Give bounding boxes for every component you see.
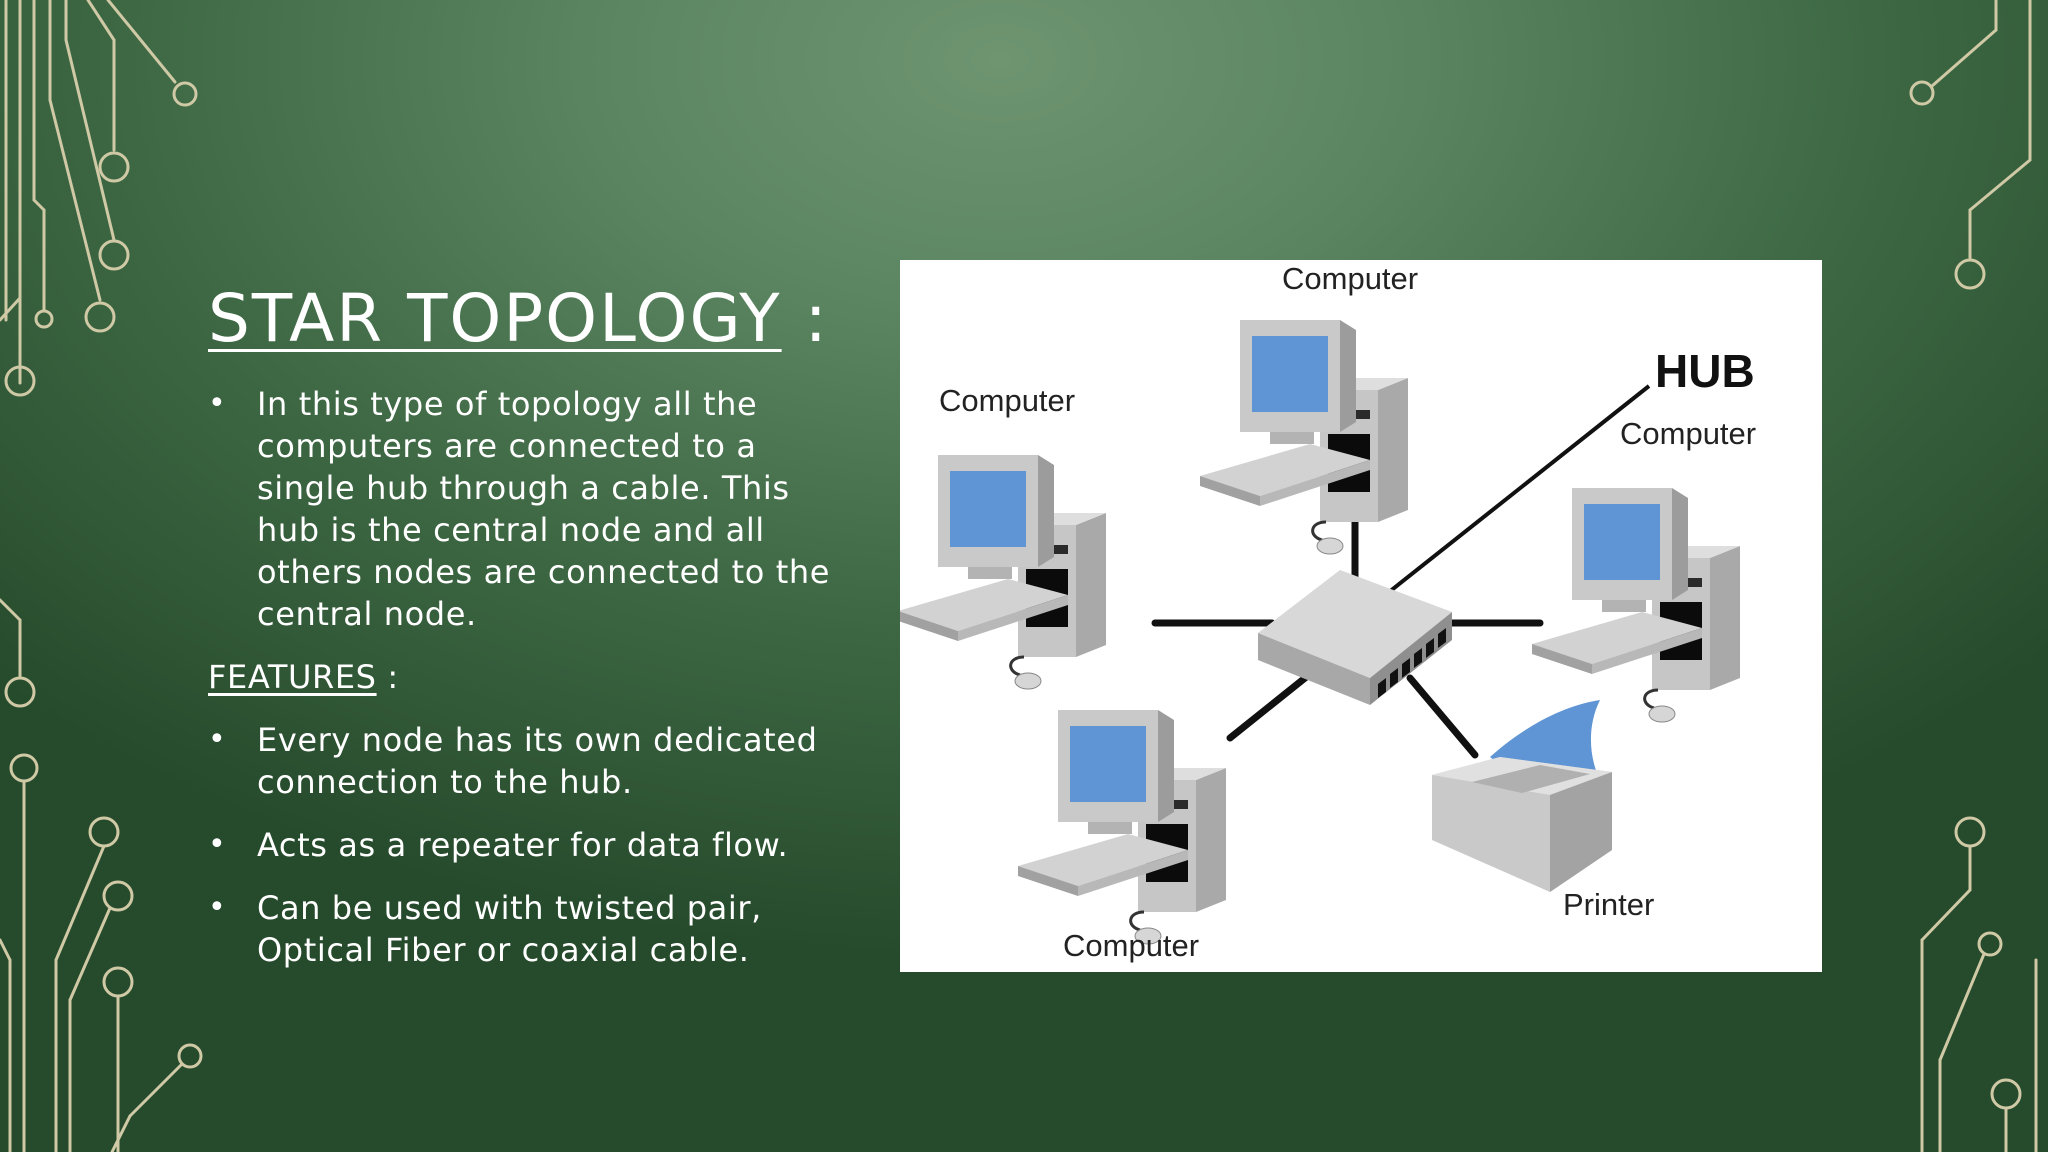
- computer-top-icon: [1198, 318, 1410, 556]
- bullet-dot: •: [208, 386, 227, 421]
- title-text: STAR TOPOLOGY: [208, 280, 782, 357]
- star-topology-diagram: Computer Computer Computer Computer HUB …: [900, 260, 1822, 972]
- slide-title: STAR TOPOLOGY :: [208, 280, 829, 357]
- printer-icon: [1432, 700, 1612, 892]
- bullet-dot: •: [208, 890, 227, 925]
- feature-bullet-text: Every node has its own dedicated connect…: [257, 721, 818, 801]
- features-heading-colon: :: [376, 658, 399, 696]
- label-computer-top: Computer: [1282, 261, 1418, 296]
- title-colon: :: [781, 280, 829, 357]
- bullet-dot: •: [208, 827, 227, 862]
- label-printer: Printer: [1563, 887, 1654, 922]
- hub-pointer-line: [1358, 384, 1651, 617]
- slide-body: • In this type of topology all the compu…: [208, 383, 838, 992]
- cable-lines: [1151, 516, 1544, 759]
- label-computer-bottom: Computer: [1063, 928, 1199, 963]
- feature-bullet-text: Acts as a repeater for data flow.: [257, 826, 789, 864]
- features-heading-text: FEATURES: [208, 658, 377, 696]
- feature-bullet: • Can be used with twisted pair, Optical…: [208, 887, 838, 971]
- feature-bullet-text: Can be used with twisted pair, Optical F…: [257, 889, 762, 969]
- computer-left-icon: [900, 453, 1108, 691]
- feature-bullet: • Every node has its own dedicated conne…: [208, 719, 838, 803]
- label-hub: HUB: [1655, 345, 1755, 397]
- computer-bottom-icon: [1016, 708, 1228, 946]
- intro-bullet: • In this type of topology all the compu…: [208, 383, 838, 635]
- features-heading: FEATURES :: [208, 656, 838, 698]
- label-computer-left: Computer: [939, 383, 1075, 418]
- feature-bullet: • Acts as a repeater for data flow.: [208, 824, 838, 866]
- computer-right-icon: [1530, 486, 1742, 724]
- label-computer-right: Computer: [1620, 416, 1756, 451]
- bullet-dot: •: [208, 722, 227, 757]
- hub-icon: [1258, 570, 1452, 705]
- intro-bullet-text: In this type of topology all the compute…: [257, 385, 831, 633]
